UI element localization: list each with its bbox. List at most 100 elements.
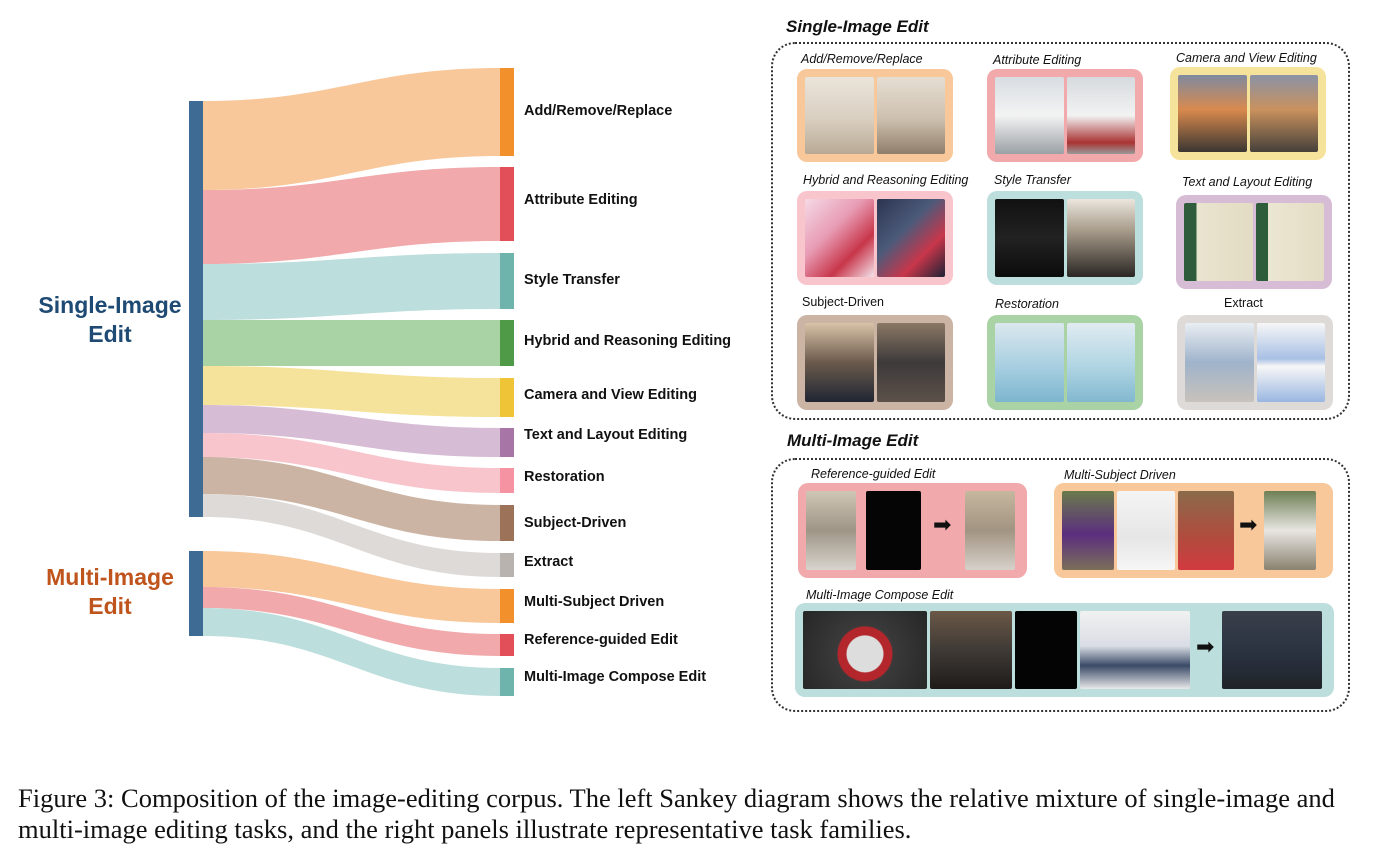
source-label-multi-image-edit: Multi-Image Edit bbox=[46, 564, 174, 619]
thumb-label-style-transfer: Style Transfer bbox=[994, 173, 1071, 187]
target-label-hybrid-reasoning: Hybrid and Reasoning Editing bbox=[524, 333, 732, 349]
target-label-reference-guided: Reference-guided Edit bbox=[524, 632, 678, 648]
multi-panel-title: Multi-Image Edit bbox=[787, 431, 919, 450]
target-label-multi-image-compose: Multi-Image Compose Edit bbox=[524, 669, 707, 685]
photo-girl-blue-balloons bbox=[995, 77, 1064, 154]
thumb-add-remove-replace bbox=[797, 69, 953, 162]
sankey-source-node-1 bbox=[189, 551, 203, 636]
target-label-add-remove-replace: Add/Remove/Replace bbox=[524, 103, 673, 119]
thumb-restoration bbox=[987, 315, 1143, 410]
target-label-multi-subject-driven: Multi-Subject Driven bbox=[524, 594, 665, 610]
target-label-extract: Extract bbox=[524, 554, 574, 570]
target-label-restoration: Restoration bbox=[524, 469, 605, 485]
thumb-label-multi-image-compose: Multi-Image Compose Edit bbox=[806, 588, 954, 602]
single-panel-frame bbox=[771, 42, 1350, 420]
thumb-multi-subject-driven: ➡ bbox=[1054, 483, 1333, 578]
photo-living-room-before bbox=[805, 77, 874, 154]
sankey-flow-3 bbox=[203, 320, 500, 366]
sankey-flow-8 bbox=[203, 494, 500, 577]
sankey-flow-0 bbox=[203, 68, 500, 190]
single-panel-title: Single-Image Edit bbox=[786, 17, 929, 36]
photo-extracted-garments bbox=[1256, 323, 1325, 402]
sankey-target-node-0 bbox=[500, 68, 514, 156]
thumb-label-subject-driven: Subject-Driven bbox=[802, 295, 884, 309]
photo-white-dress bbox=[1117, 491, 1175, 570]
photo-woman-purple-dress bbox=[1062, 491, 1114, 570]
photo-model-pajamas bbox=[1185, 323, 1254, 402]
sankey-target-node-1 bbox=[500, 167, 514, 241]
sankey-target-node-4 bbox=[500, 378, 514, 417]
photo-winter-girl-blurry bbox=[995, 323, 1064, 402]
target-label-attribute-editing: Attribute Editing bbox=[524, 192, 638, 208]
target-label-style-transfer: Style Transfer bbox=[524, 272, 620, 288]
thumb-label-hybrid-reasoning: Hybrid and Reasoning Editing bbox=[803, 173, 969, 187]
sankey-diagram bbox=[189, 68, 514, 696]
photo-speed-sign bbox=[803, 611, 927, 689]
sankey-target-node-6 bbox=[500, 468, 514, 493]
photo-bottle-render bbox=[1066, 199, 1135, 277]
photo-pose-skeleton bbox=[866, 491, 921, 570]
sankey-target-node-3 bbox=[500, 320, 514, 366]
thumb-label-camera-view: Camera and View Editing bbox=[1176, 51, 1317, 65]
sankey-flow-1 bbox=[203, 167, 500, 264]
photo-winter-girl-restored bbox=[1066, 323, 1135, 402]
sankey-flow-11 bbox=[203, 608, 500, 696]
thumb-style-transfer bbox=[987, 191, 1143, 285]
sankey-target-node-10 bbox=[500, 634, 514, 656]
sankey-flow-6 bbox=[203, 433, 500, 493]
photo-girl-red-balloons bbox=[1066, 77, 1135, 154]
photo-reference-woman bbox=[806, 491, 856, 570]
sankey-flow-4 bbox=[203, 366, 500, 417]
photo-anime-character bbox=[805, 199, 874, 277]
right-arrow-icon: ➡ bbox=[1239, 513, 1258, 538]
thumb-label-multi-subject-driven: Multi-Subject Driven bbox=[1064, 468, 1176, 482]
photo-poster-after bbox=[1255, 203, 1324, 281]
photo-compose-people bbox=[1080, 611, 1190, 689]
right-arrow-icon: ➡ bbox=[1196, 635, 1215, 660]
thumb-attribute-editing bbox=[987, 69, 1143, 162]
thumb-camera-view bbox=[1170, 67, 1326, 160]
figure-caption: Figure 3: Composition of the image-editi… bbox=[18, 783, 1335, 844]
sankey-target-node-11 bbox=[500, 668, 514, 696]
sankey-target-node-9 bbox=[500, 589, 514, 623]
right-arrow-icon: ➡ bbox=[933, 513, 952, 538]
photo-living-room-after bbox=[876, 77, 945, 154]
photo-bottle-sketch bbox=[995, 199, 1064, 277]
thumb-label-reference-guided: Reference-guided Edit bbox=[811, 467, 936, 481]
photo-compose-output bbox=[1222, 611, 1322, 689]
sankey-target-node-7 bbox=[500, 505, 514, 541]
thumb-label-add-remove-replace: Add/Remove/Replace bbox=[801, 52, 923, 66]
sankey-target-node-8 bbox=[500, 553, 514, 577]
sankey-flow-2 bbox=[203, 253, 500, 320]
photo-man-collage bbox=[876, 323, 945, 402]
thumb-hybrid-reasoning bbox=[797, 191, 953, 285]
multi-panel-frame bbox=[771, 458, 1350, 712]
photo-poster-before bbox=[1184, 203, 1253, 281]
photo-red-shoes bbox=[1178, 491, 1234, 570]
photo-anime-card bbox=[876, 199, 945, 277]
target-label-text-layout: Text and Layout Editing bbox=[524, 427, 688, 443]
sankey-source-node-0 bbox=[189, 101, 203, 517]
thumb-label-restoration: Restoration bbox=[995, 297, 1059, 311]
thumb-label-extract: Extract bbox=[1224, 296, 1263, 310]
sankey-flow-10 bbox=[203, 587, 500, 656]
sankey-target-node-5 bbox=[500, 428, 514, 457]
sankey-flow-7 bbox=[203, 457, 500, 541]
thumb-label-attribute-editing: Attribute Editing bbox=[993, 53, 1082, 67]
sankey-target-node-2 bbox=[500, 253, 514, 309]
thumb-label-text-layout: Text and Layout Editing bbox=[1182, 175, 1313, 189]
thumb-extract bbox=[1177, 315, 1333, 410]
photo-tower-view-1 bbox=[1178, 75, 1247, 152]
source-label-single-image-edit: Single-Image Edit bbox=[38, 292, 182, 347]
thumb-text-layout bbox=[1176, 195, 1332, 289]
thumb-subject-driven bbox=[797, 315, 953, 410]
sankey-flow-9 bbox=[203, 551, 500, 623]
photo-graffiti-wall bbox=[930, 611, 1012, 689]
photo-compose-skeleton bbox=[1015, 611, 1077, 689]
target-label-camera-view: Camera and View Editing bbox=[524, 387, 697, 403]
sankey-flow-5 bbox=[203, 405, 500, 457]
target-label-subject-driven: Subject-Driven bbox=[524, 515, 627, 531]
thumb-multi-image-compose: ➡ bbox=[795, 603, 1334, 697]
photo-multi-subject-output bbox=[1264, 491, 1316, 570]
photo-man-portrait bbox=[805, 323, 874, 402]
